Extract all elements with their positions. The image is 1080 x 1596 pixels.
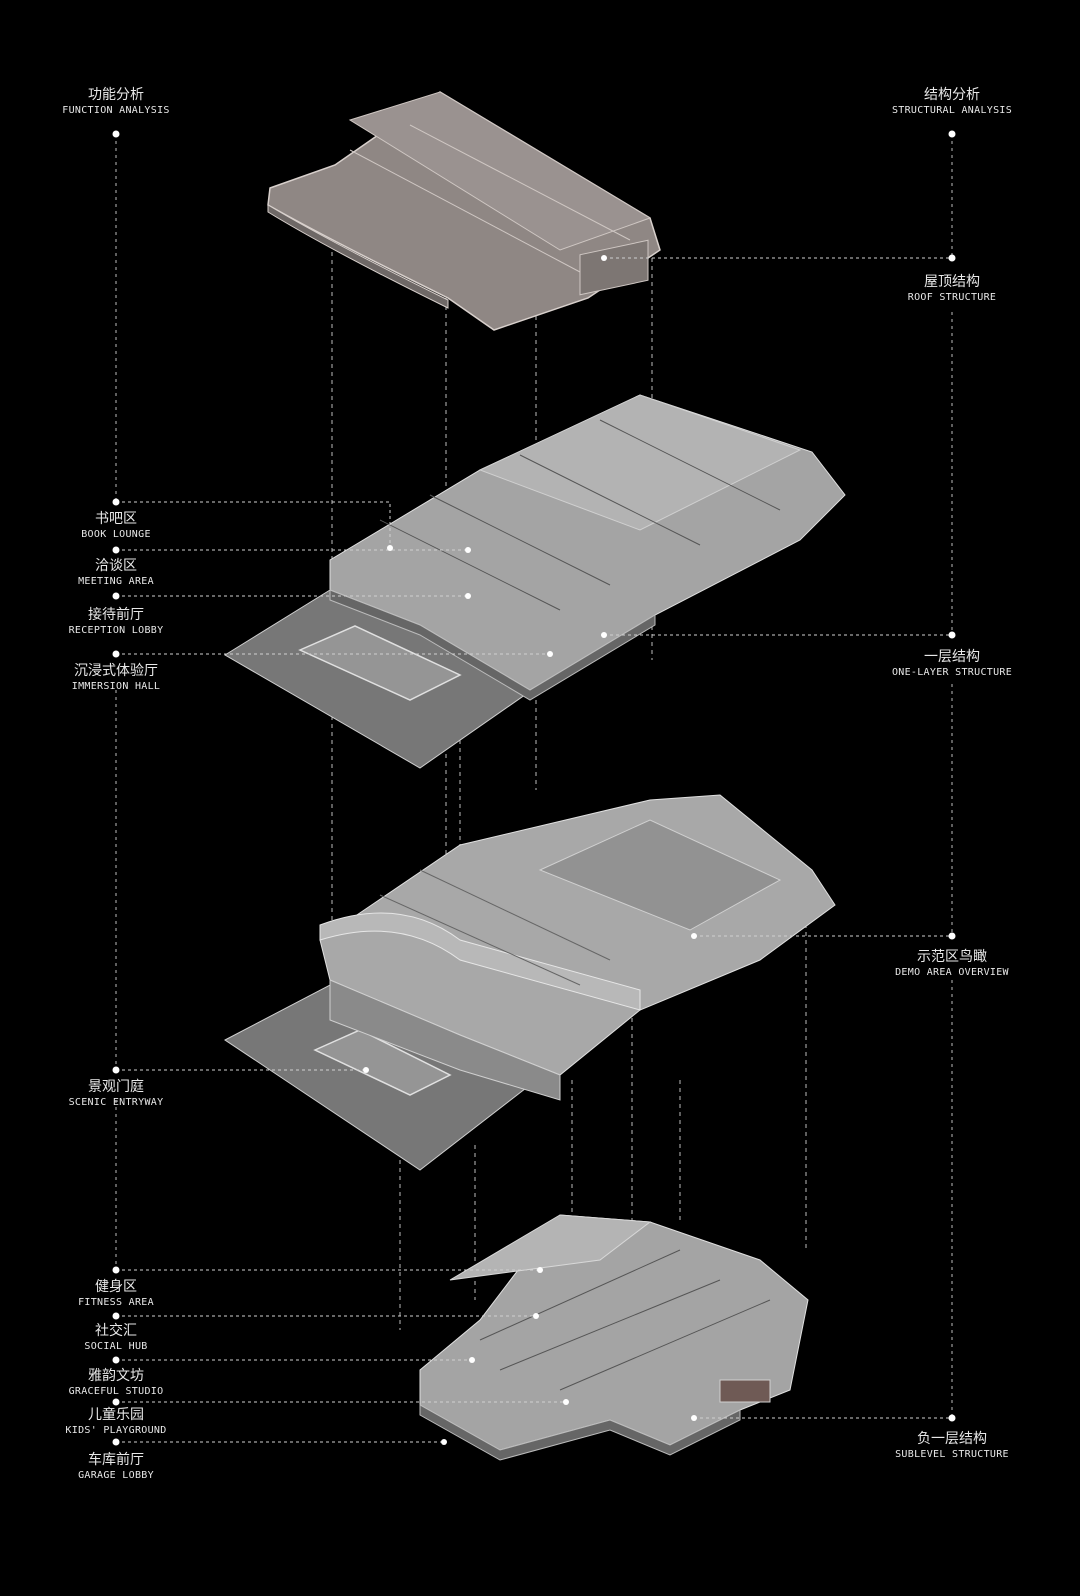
label-en: BOOK LOUNGE (81, 529, 151, 540)
label-zh: 接待前厅 (88, 607, 144, 623)
label-zh: 沉浸式体验厅 (74, 663, 158, 679)
label-en: MEETING AREA (78, 576, 154, 587)
label-meeting-area: 洽谈区 MEETING AREA (6, 557, 226, 589)
label-zh: 书吧区 (95, 511, 137, 527)
marker-dots (112, 130, 956, 1446)
label-en: KIDS' PLAYGROUND (65, 1425, 167, 1436)
label-fitness-area: 健身区 FITNESS AREA (6, 1278, 226, 1310)
label-demo-area-overview: 示范区鸟瞰 DEMO AREA OVERVIEW (842, 948, 1062, 980)
label-en: FITNESS AREA (78, 1297, 154, 1308)
right-leaders (604, 257, 952, 1419)
alignment-lines (331, 228, 807, 1360)
label-zh: 一层结构 (924, 649, 980, 665)
label-garage-lobby: 车库前厅 GARAGE LOBBY (6, 1451, 226, 1483)
title-zh: 结构分析 (924, 87, 980, 103)
left-leaders (116, 501, 566, 1443)
label-zh: 示范区鸟瞰 (917, 949, 987, 965)
label-en: SCENIC ENTRYWAY (68, 1097, 164, 1108)
title-en: STRUCTURAL ANALYSIS (891, 105, 1013, 116)
label-en: SOCIAL HUB (84, 1341, 148, 1352)
label-sublevel-structure: 负一层结构 SUBLEVEL STRUCTURE (842, 1430, 1062, 1462)
label-scenic-entryway: 景观门庭 SCENIC ENTRYWAY (6, 1078, 226, 1110)
label-social-hub: 社交汇 SOCIAL HUB (6, 1322, 226, 1354)
label-reception-lobby: 接待前厅 RECEPTION LOBBY (6, 606, 226, 638)
label-zh: 社交汇 (95, 1323, 137, 1339)
label-graceful-studio: 雅韵文坊 GRACEFUL STUDIO (6, 1367, 226, 1399)
label-en: IMMERSION HALL (71, 681, 161, 692)
label-immersion-hall: 沉浸式体验厅 IMMERSION HALL (6, 662, 226, 694)
label-en: GARAGE LOBBY (78, 1470, 154, 1481)
label-en: DEMO AREA OVERVIEW (895, 967, 1009, 978)
label-zh: 健身区 (95, 1279, 137, 1295)
label-zh: 负一层结构 (917, 1431, 987, 1447)
label-kids-playground: 儿童乐园 KIDS' PLAYGROUND (6, 1406, 226, 1438)
label-en: RECEPTION LOBBY (68, 625, 164, 636)
title-en: FUNCTION ANALYSIS (62, 105, 170, 116)
ground-floor-layer (224, 394, 846, 769)
label-en: ROOF STRUCTURE (907, 292, 997, 303)
label-en: SUBLEVEL STRUCTURE (895, 1449, 1009, 1460)
label-en: GRACEFUL STUDIO (68, 1386, 164, 1397)
label-zh: 屋顶结构 (924, 274, 980, 290)
sublevel-layer (419, 1214, 809, 1461)
label-zh: 洽谈区 (95, 558, 137, 574)
label-en: ONE-LAYER STRUCTURE (891, 667, 1013, 678)
overview-layer (224, 794, 836, 1171)
label-zh: 景观门庭 (88, 1079, 144, 1095)
roof-layer (267, 91, 661, 331)
label-roof-structure: 屋顶结构 ROOF STRUCTURE (842, 273, 1062, 305)
structural-analysis-title: 结构分析 STRUCTURAL ANALYSIS (842, 86, 1062, 118)
label-zh: 儿童乐园 (88, 1407, 144, 1423)
label-one-layer-structure: 一层结构 ONE-LAYER STRUCTURE (842, 648, 1062, 680)
label-zh: 车库前厅 (88, 1452, 144, 1468)
label-zh: 雅韵文坊 (88, 1368, 144, 1384)
title-zh: 功能分析 (88, 87, 144, 103)
label-book-lounge: 书吧区 BOOK LOUNGE (6, 510, 226, 542)
function-analysis-title: 功能分析 FUNCTION ANALYSIS (6, 86, 226, 118)
